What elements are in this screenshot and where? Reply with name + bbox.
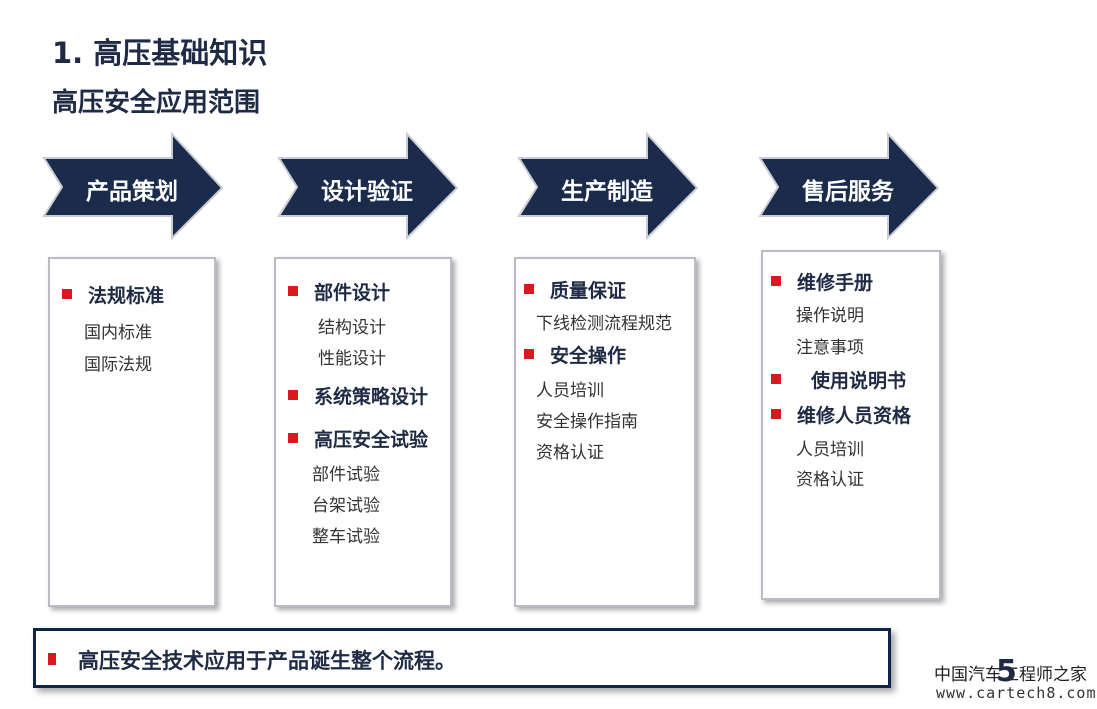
group-head: 部件设计 — [314, 282, 391, 304]
stage-label: 生产制造 — [561, 179, 653, 205]
group-item: 整车试验 — [312, 527, 380, 547]
group-head: 维修人员资格 — [797, 405, 912, 427]
stage-label: 售后服务 — [802, 179, 894, 205]
red-bullet-icon — [524, 284, 534, 294]
group-item: 国际法规 — [84, 355, 152, 375]
arrow-shape-icon — [277, 131, 459, 241]
group-head: 安全操作 — [550, 345, 627, 367]
group-item: 部件试验 — [312, 465, 380, 485]
stage-arrow-aftersales: 售后服务 — [756, 130, 941, 241]
stage-box-production: 质量保证 下线检测流程规范 安全操作 人员培训 安全操作指南 资格认证 — [514, 257, 696, 607]
page-subtitle: 高压安全应用范围 — [52, 88, 261, 118]
arrow-shape-icon — [517, 131, 699, 241]
page-title: 1. 高压基础知识 — [52, 36, 268, 70]
red-bullet-icon — [288, 390, 298, 400]
stage-box-aftersales: 维修手册 操作说明 注意事项 使用说明书 维修人员资格 人员培训 资格认证 — [761, 250, 941, 600]
watermark-line1: 中国汽车工程师之家 — [934, 665, 1087, 685]
group-head: 高压安全试验 — [314, 429, 429, 451]
group-item: 人员培训 — [796, 440, 864, 460]
group-item: 台架试验 — [312, 496, 380, 516]
group-item: 操作说明 — [796, 306, 864, 326]
red-bullet-icon — [771, 374, 781, 384]
watermark-line2: www.cartech8.com — [936, 684, 1097, 702]
group-item: 注意事项 — [796, 338, 864, 358]
group-item: 资格认证 — [796, 470, 864, 490]
red-bullet-icon — [771, 276, 781, 286]
group-head: 维修手册 — [797, 272, 874, 294]
stage-label: 设计验证 — [321, 179, 413, 205]
group-head: 系统策略设计 — [314, 386, 429, 408]
stage-arrow-production: 生产制造 — [515, 130, 700, 241]
red-bullet-icon — [48, 653, 56, 665]
group-head: 使用说明书 — [811, 370, 907, 392]
group-item: 性能设计 — [318, 349, 386, 369]
group-item: 安全操作指南 — [536, 412, 638, 432]
red-bullet-icon — [524, 349, 534, 359]
group-item: 国内标准 — [84, 323, 152, 343]
page-number: 5 — [996, 654, 1017, 689]
summary-box: 高压安全技术应用于产品诞生整个流程。 — [33, 628, 891, 688]
stage-arrow-design: 设计验证 — [275, 130, 460, 241]
red-bullet-icon — [771, 409, 781, 419]
group-item: 人员培训 — [536, 381, 604, 401]
red-bullet-icon — [62, 289, 72, 299]
stage-arrow-planning: 产品策划 — [40, 130, 225, 241]
red-bullet-icon — [288, 433, 298, 443]
red-bullet-icon — [288, 286, 298, 296]
summary-text: 高压安全技术应用于产品诞生整个流程。 — [78, 649, 456, 673]
group-head: 法规标准 — [88, 285, 165, 307]
group-item: 资格认证 — [536, 443, 604, 463]
group-item: 结构设计 — [318, 318, 386, 338]
arrow-shape-icon — [42, 131, 224, 241]
stage-label: 产品策划 — [86, 179, 178, 205]
group-head: 质量保证 — [550, 280, 627, 302]
arrow-shape-icon — [758, 131, 940, 241]
group-item: 下线检测流程规范 — [536, 314, 672, 334]
stage-box-planning: 法规标准 国内标准 国际法规 — [48, 257, 216, 607]
stage-box-design: 部件设计 结构设计 性能设计 系统策略设计 高压安全试验 部件试验 台架试验 整… — [274, 257, 452, 607]
